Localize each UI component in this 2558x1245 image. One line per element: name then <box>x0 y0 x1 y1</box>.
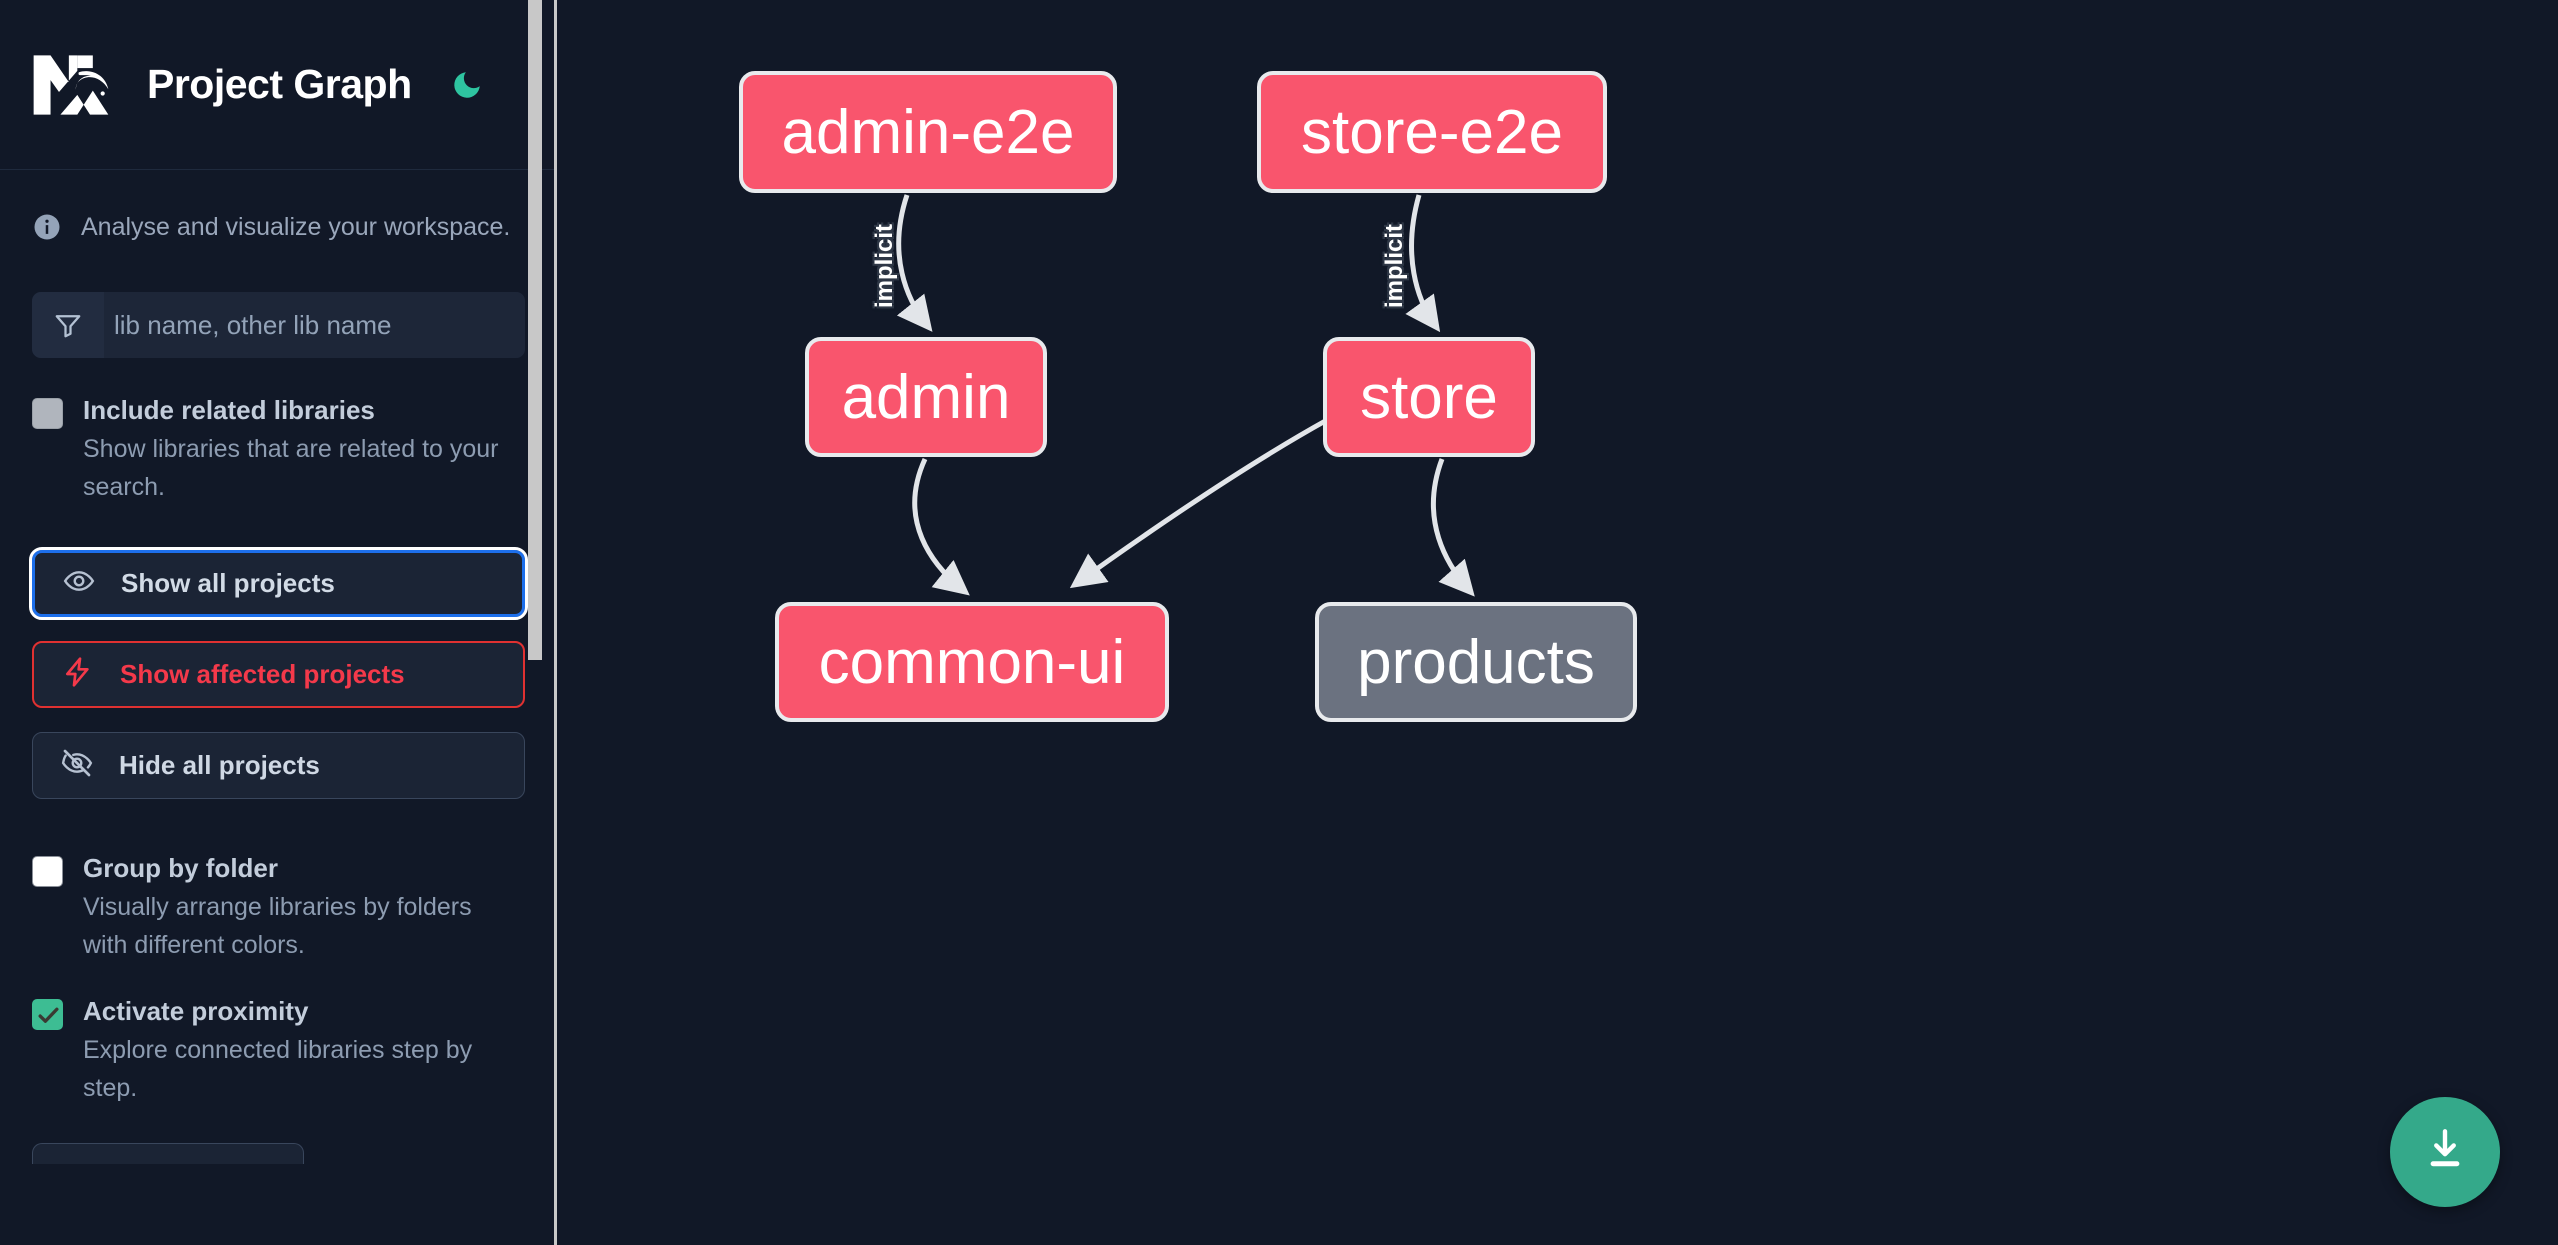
info-icon <box>32 212 62 242</box>
lightning-icon <box>62 656 94 693</box>
checkbox-activate-proximity[interactable]: Activate proximity Explore connected lib… <box>32 994 525 1107</box>
group-by-folder-texts: Group by folder Visually arrange librari… <box>83 851 513 964</box>
download-button[interactable] <box>2390 1097 2500 1207</box>
hide-all-projects-label: Hide all projects <box>119 750 320 780</box>
eye-icon <box>63 565 95 602</box>
graph-node-label: products <box>1357 627 1595 697</box>
nx-logo-icon <box>32 54 117 116</box>
graph-node-store-e2e[interactable]: store-e2e <box>1257 71 1607 193</box>
graph-edges <box>896 194 1475 597</box>
hide-all-projects-button[interactable]: Hide all projects <box>32 732 525 799</box>
edge-label-admin-implicit: implicit <box>871 224 898 309</box>
graph-node-label: common-ui <box>818 627 1126 697</box>
proximity-control-partial[interactable] <box>32 1143 304 1164</box>
include-related-libraries-texts: Include related libraries Show libraries… <box>83 393 513 506</box>
graph-node-admin-e2e[interactable]: admin-e2e <box>739 71 1117 193</box>
show-all-projects-label: Show all projects <box>121 568 335 598</box>
filter-icon[interactable] <box>32 292 104 358</box>
show-affected-projects-button[interactable]: Show affected projects <box>32 641 525 708</box>
sidebar: Project Graph Analyse and visualize your… <box>0 0 557 1245</box>
include-related-libraries-checkbox[interactable] <box>32 398 63 429</box>
show-affected-projects-label: Show affected projects <box>120 659 405 689</box>
sidebar-header: Project Graph <box>0 0 557 170</box>
include-related-libraries-description: Show libraries that are related to your … <box>83 435 499 501</box>
sidebar-divider <box>554 0 557 1245</box>
graph-node-store[interactable]: store <box>1323 337 1535 457</box>
sidebar-body: Analyse and visualize your workspace. In… <box>0 212 557 1164</box>
show-all-projects-button[interactable]: Show all projects <box>29 547 528 620</box>
sidebar-scrollbar[interactable] <box>528 0 542 660</box>
download-icon <box>2420 1125 2470 1180</box>
project-graph-canvas[interactable]: admin-e2e store-e2e admin store common-u… <box>557 0 2558 1245</box>
activate-proximity-label: Activate proximity <box>83 996 309 1026</box>
search-input[interactable] <box>104 292 525 358</box>
page-title: Project Graph <box>147 61 412 107</box>
eye-off-icon <box>61 747 93 784</box>
include-related-libraries-label: Include related libraries <box>83 395 375 425</box>
checkbox-include-related-libraries[interactable]: Include related libraries Show libraries… <box>32 393 525 506</box>
project-visibility-buttons: Show all projects Show affected projects <box>29 547 528 799</box>
graph-node-label: admin-e2e <box>781 97 1075 167</box>
group-by-folder-checkbox[interactable] <box>32 856 63 887</box>
graph-node-products[interactable]: products <box>1315 602 1637 722</box>
graph-node-admin[interactable]: admin <box>805 337 1047 457</box>
edge-label-store-implicit: implicit <box>1381 224 1408 309</box>
graph-node-label: store <box>1360 362 1498 432</box>
group-by-folder-label: Group by folder <box>83 853 278 883</box>
activate-proximity-checkbox[interactable] <box>32 999 63 1030</box>
search-box <box>32 292 525 358</box>
activate-proximity-texts: Activate proximity Explore connected lib… <box>83 994 513 1107</box>
graph-node-label: admin <box>841 362 1011 432</box>
moon-icon[interactable] <box>450 68 484 102</box>
graph-node-label: store-e2e <box>1301 97 1563 167</box>
checkbox-group-by-folder[interactable]: Group by folder Visually arrange librari… <box>32 851 525 964</box>
activate-proximity-description: Explore connected libraries step by step… <box>83 1036 473 1102</box>
group-by-folder-description: Visually arrange libraries by folders wi… <box>83 893 472 959</box>
graph-node-common-ui[interactable]: common-ui <box>775 602 1169 722</box>
tagline-text: Analyse and visualize your workspace. <box>81 212 511 241</box>
workspace-tagline: Analyse and visualize your workspace. <box>32 212 525 242</box>
